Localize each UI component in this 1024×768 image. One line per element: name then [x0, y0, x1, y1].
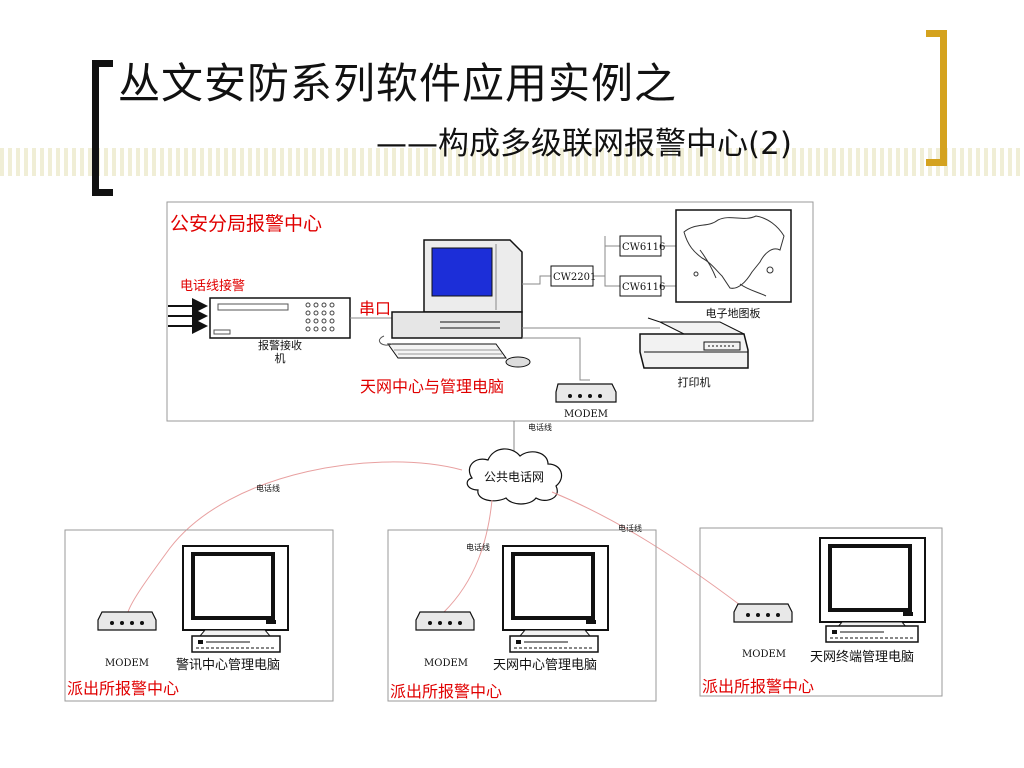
station-2: [387, 529, 657, 702]
serial-label: 串口: [359, 299, 391, 318]
hq-phone-line-label: 电话线: [528, 422, 552, 432]
mgmt-pc-label: 天网中心与管理电脑: [360, 377, 504, 396]
line-left-label: 电话线: [256, 483, 280, 493]
cw2201-box: [550, 265, 594, 287]
station-1: [64, 529, 334, 702]
station-1-pc-label: 警讯中心管理电脑: [176, 657, 280, 673]
cw6116-label-b: CW6116: [622, 282, 665, 293]
line-right-label: 电话线: [618, 523, 642, 533]
cw6116-label-a: CW6116: [622, 242, 665, 253]
left-bracket-decoration: [92, 60, 113, 196]
station-1-modem: [97, 611, 157, 631]
hq-title: 公安分局报警中心: [170, 213, 322, 235]
station-3-modem-label: MODEM: [742, 649, 786, 660]
receiver-label-line1: 报警接收: [258, 338, 302, 352]
station-2-modem-label: MODEM: [424, 658, 468, 669]
hq-modem: [555, 383, 617, 403]
alarm-receiver-device: [209, 297, 351, 339]
printer-device: [639, 317, 749, 369]
station-1-title: 派出所报警中心: [67, 679, 179, 698]
station-3: [699, 527, 943, 697]
decorative-stripe-band: [0, 148, 1024, 176]
station-3-title: 派出所报警中心: [702, 677, 814, 696]
cw6116-box-a: [619, 235, 662, 257]
hq-modem-label: MODEM: [564, 409, 608, 420]
phone-in-label: 电话线接警: [180, 278, 245, 294]
cloud-label: 公共电话网: [484, 470, 544, 484]
station-2-modem: [415, 611, 475, 631]
slide-title: 丛文安防系列软件应用实例之: [118, 59, 678, 108]
station-3-computer: [819, 537, 926, 643]
phone-in-arrows: [168, 298, 208, 334]
electronic-map-board: [675, 209, 792, 303]
station-2-pc-label: 天网中心管理电脑: [493, 658, 597, 673]
station-2-computer: [502, 545, 609, 653]
public-phone-network-cloud: [466, 448, 563, 505]
cw-connections: [522, 236, 676, 381]
printer-label: 打印机: [678, 375, 711, 389]
station-3-pc-label: 天网终端管理电脑: [810, 649, 914, 665]
cw6116-box-b: [619, 275, 662, 297]
station-3-modem: [733, 603, 793, 623]
line-mid-label: 电话线: [466, 542, 490, 552]
hq-computer: [379, 239, 531, 368]
hq-frame: [166, 201, 814, 422]
receiver-label-line2: 机: [275, 351, 286, 365]
cw2201-label: CW2201: [553, 272, 596, 283]
right-bracket-decoration: [926, 30, 947, 166]
slide-subtitle: ——构成多级联网报警中心(2): [376, 126, 792, 162]
map-label: 电子地图板: [706, 306, 761, 320]
station-1-computer: [182, 545, 289, 653]
phone-lines: [127, 461, 741, 613]
station-1-modem-label: MODEM: [105, 658, 149, 669]
station-2-title: 派出所报警中心: [390, 682, 502, 701]
